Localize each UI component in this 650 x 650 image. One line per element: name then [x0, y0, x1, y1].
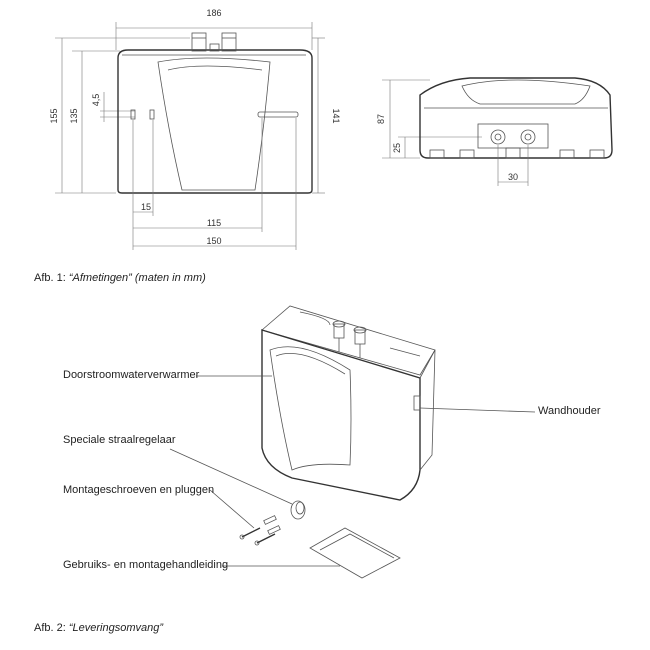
label-manual: Gebruiks- en montagehandleiding	[63, 559, 229, 571]
figure1-caption: Afb. 1: “Afmetingen” (maten in mm)	[34, 272, 206, 284]
screws-illustration	[239, 515, 281, 546]
leader-aerator	[169, 448, 293, 505]
dim-offset-small: 4,5	[91, 94, 101, 107]
dim-height-outer: 155	[49, 108, 59, 123]
label-heater: Doorstroomwaterverwarmer	[63, 369, 200, 381]
dim-width-top: 186	[206, 8, 221, 18]
dim-height-right: 141	[331, 108, 341, 123]
figure2-caption-prefix: Afb. 2:	[34, 622, 69, 634]
label-aerator: Speciale straalregelaar	[63, 434, 176, 446]
manual-illustration	[309, 527, 401, 579]
side-view-drawing	[382, 77, 613, 186]
dim-height-inner: 135	[69, 108, 79, 123]
figure1-caption-title: “Afmetingen” (maten in mm)	[68, 272, 206, 284]
leader-screws	[209, 489, 255, 529]
leader-wall-holder	[419, 407, 536, 413]
dim-mount-spacing: 115	[207, 218, 221, 228]
label-screws: Montageschroeven en pluggen	[63, 484, 215, 496]
aerator-illustration	[290, 500, 306, 520]
dim-width-bottom: 150	[206, 236, 221, 246]
dim-side-height: 87	[376, 114, 386, 124]
dim-connector-spacing: 30	[508, 172, 518, 182]
figure2-caption-title: “Leveringsomvang”	[68, 622, 164, 634]
figure2-caption: Afb. 2: “Leveringsomvang”	[34, 622, 163, 634]
front-view-drawing	[55, 22, 325, 250]
label-wall-holder: Wandhouder	[538, 405, 601, 417]
dim-offset-bottom: 15	[141, 202, 151, 212]
figure1-caption-prefix: Afb. 1:	[34, 272, 69, 284]
heater-illustration	[261, 305, 436, 501]
dim-connector-height: 25	[392, 143, 402, 153]
